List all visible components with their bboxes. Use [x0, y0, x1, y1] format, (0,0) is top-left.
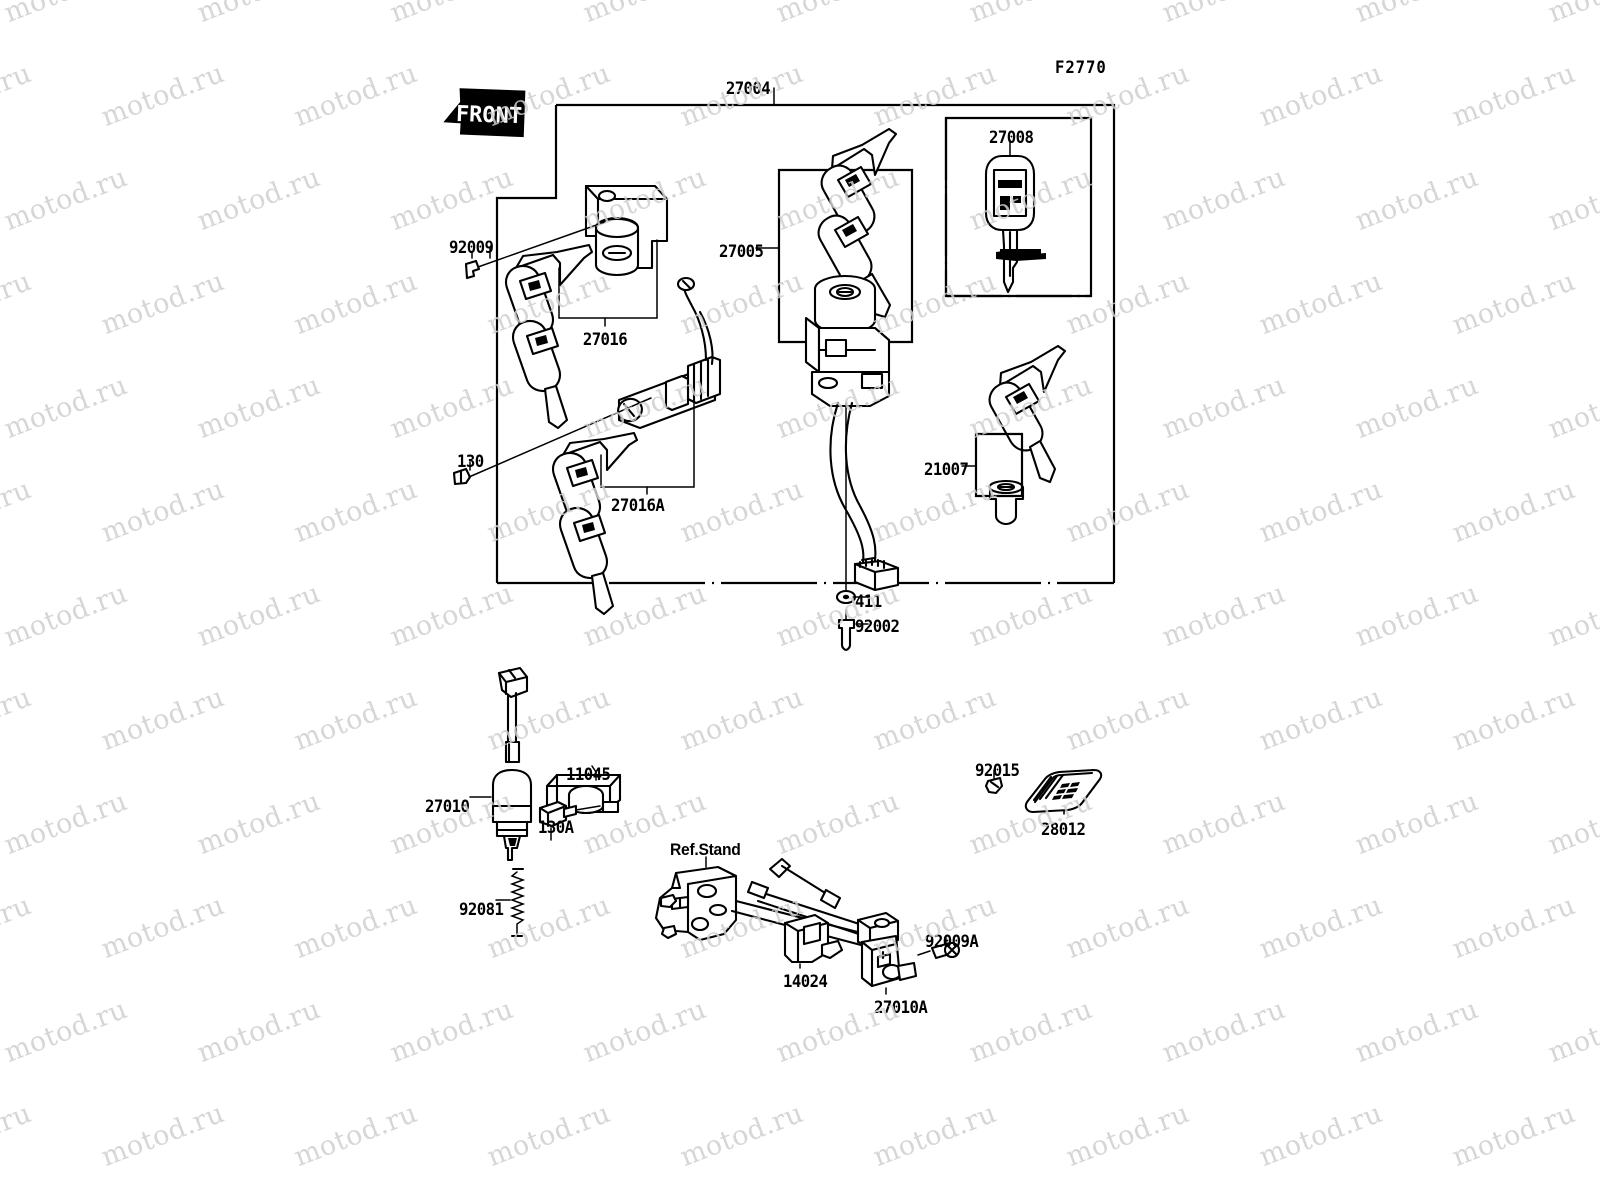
- part-label-92009: 92009: [449, 238, 494, 258]
- diagram-code: F2770: [1055, 58, 1107, 78]
- part-label-130: 130: [457, 452, 484, 472]
- part-label-27010: 27010: [425, 797, 470, 817]
- part-label-130A: 130A: [538, 818, 574, 838]
- part-label-411: 411: [855, 592, 882, 612]
- part-label-27016: 27016: [582, 330, 628, 350]
- front-direction-marker: FRONT: [428, 78, 533, 153]
- part-label-92015: 92015: [975, 761, 1020, 781]
- part-label-92002: 92002: [855, 617, 900, 637]
- part-label-21007: 21007: [924, 460, 969, 480]
- part-label-27005: 27005: [719, 242, 764, 262]
- part-label-27008: 27008: [989, 128, 1034, 148]
- front-label: FRONT: [455, 102, 522, 129]
- ref-stand-label: Ref.Stand: [670, 840, 741, 859]
- part-label-14024: 14024: [783, 972, 828, 992]
- part-label-11045: 11045: [566, 765, 611, 785]
- part-label-28012: 28012: [1041, 820, 1086, 840]
- part-label-27010A: 27010A: [874, 998, 928, 1018]
- part-label-92009A: 92009A: [925, 932, 979, 952]
- part-label-92081: 92081: [459, 900, 504, 920]
- part-label-27004: 27004: [725, 79, 771, 99]
- part-label-27016A: 27016A: [611, 496, 665, 516]
